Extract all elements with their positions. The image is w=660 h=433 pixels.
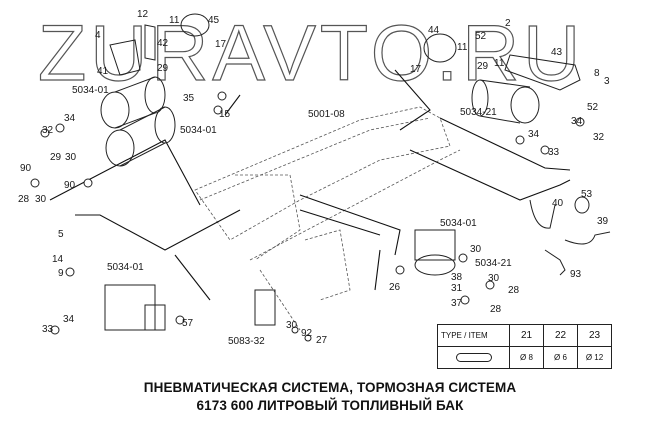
part-label: 42 [157, 38, 169, 49]
part-label: 45 [208, 15, 220, 26]
leader-lines [49, 69, 571, 301]
pad-53 [574, 196, 590, 214]
bracket-43 [504, 54, 581, 91]
hose-strap-40 [529, 199, 556, 229]
part-label: 34 [63, 314, 75, 325]
part-label: 43 [551, 47, 563, 58]
table-header-type: TYPE / ITEM [437, 324, 510, 347]
table-cell-21: Ø 8 [509, 346, 544, 369]
label-tank-lower-left: 5034-01 [180, 125, 217, 136]
label-valve-center-sub: 5034-21 [475, 258, 512, 269]
part-label: 17 [410, 64, 422, 75]
bracket-5083-32 [254, 289, 276, 326]
strap-clamp-right [423, 33, 457, 63]
part-label: 12 [137, 9, 149, 20]
label-valve-center: 5034-01 [440, 218, 477, 229]
bracket-93 [544, 249, 566, 276]
fittings [30, 91, 585, 342]
part-label: 37 [451, 298, 463, 309]
part-label: 17 [215, 39, 227, 50]
part-label: 34 [528, 129, 540, 140]
part-label: 90 [20, 163, 32, 174]
part-label: 32 [593, 132, 605, 143]
part-label: 32 [42, 125, 54, 136]
part-label: 5 [58, 229, 64, 240]
part-label: 38 [451, 272, 463, 283]
table-cell-22: Ø 6 [543, 346, 578, 369]
part-label: 52 [587, 102, 599, 113]
part-label: 57 [182, 318, 194, 329]
table-header-21: 21 [509, 324, 544, 347]
part-label: 30 [35, 194, 47, 205]
part-label: 3 [604, 76, 610, 87]
table-header-22: 22 [543, 324, 578, 347]
label-valve-left: 5034-01 [107, 262, 144, 273]
air-tank-lower-left [105, 106, 176, 167]
part-label: 52 [475, 31, 487, 42]
label-frame: 5001-08 [308, 109, 345, 120]
part-label: 11 [494, 58, 505, 69]
part-label: 93 [570, 269, 582, 280]
part-label: 30 [470, 244, 482, 255]
part-label: 8 [594, 68, 600, 79]
part-label: 28 [508, 285, 520, 296]
label-bracket: 5083-32 [228, 336, 265, 347]
part-label: 40 [552, 198, 564, 209]
part-label: 92 [301, 328, 313, 339]
label-tank-upper-left: 5034-01 [72, 85, 109, 96]
hose-pill-icon [455, 352, 492, 362]
part-label: 26 [389, 282, 401, 293]
part-label: 41 [97, 66, 109, 77]
part-label: 29 [157, 63, 169, 74]
table-cell-23: Ø 12 [577, 346, 612, 369]
part-label: 28 [18, 194, 30, 205]
air-tank-right [471, 79, 540, 124]
part-label: 9 [58, 268, 64, 279]
part-label: 30 [488, 273, 500, 284]
part-label: 30 [286, 320, 298, 331]
part-label: 15 [219, 109, 231, 120]
part-label: 53 [581, 189, 593, 200]
part-label: 28 [490, 304, 502, 315]
hose-size-table: TYPE / ITEM 21 22 23 Ø 8 Ø 6 Ø 12 [437, 324, 612, 369]
part-label: 2 [505, 18, 511, 29]
watermark: ZURAVTO.RU [38, 8, 584, 97]
valve-assembly-left [104, 284, 166, 331]
part-label: 34 [571, 116, 583, 127]
table-cell-icon [437, 346, 510, 369]
strap-39 [564, 231, 611, 245]
part-label: 11 [457, 42, 468, 53]
diagram-title-line1: ПНЕВМАТИЧЕСКАЯ СИСТЕМА, ТОРМОЗНАЯ СИСТЕМ… [143, 380, 517, 395]
part-label: 29 [477, 61, 489, 72]
part-label: 35 [183, 93, 195, 104]
valve-assembly-center [414, 229, 456, 276]
part-label: 30 [65, 152, 77, 163]
part-label: 31 [451, 283, 463, 294]
diagram-title-line2: 6173 600 ЛИТРОВЫЙ ТОПЛИВНЫЙ БАК [196, 398, 464, 413]
part-label: 90 [64, 180, 76, 191]
label-tank-right: 5034-21 [460, 107, 497, 118]
strap-clamp-left [109, 13, 210, 76]
part-label: 33 [42, 324, 54, 335]
part-label: 39 [597, 216, 609, 227]
part-label: 27 [316, 335, 328, 346]
part-label: 29 [50, 152, 62, 163]
part-label: 11 [169, 15, 180, 26]
table-header-23: 23 [577, 324, 612, 347]
part-label: 4 [95, 30, 101, 41]
chassis-frame [194, 106, 461, 331]
table-header-row: TYPE / ITEM 21 22 23 [437, 324, 612, 347]
part-label: 14 [52, 254, 64, 265]
part-label: 44 [428, 25, 440, 36]
part-label: 34 [64, 113, 76, 124]
table-row: Ø 8 Ø 6 Ø 12 [437, 346, 612, 369]
part-label: 33 [548, 147, 560, 158]
